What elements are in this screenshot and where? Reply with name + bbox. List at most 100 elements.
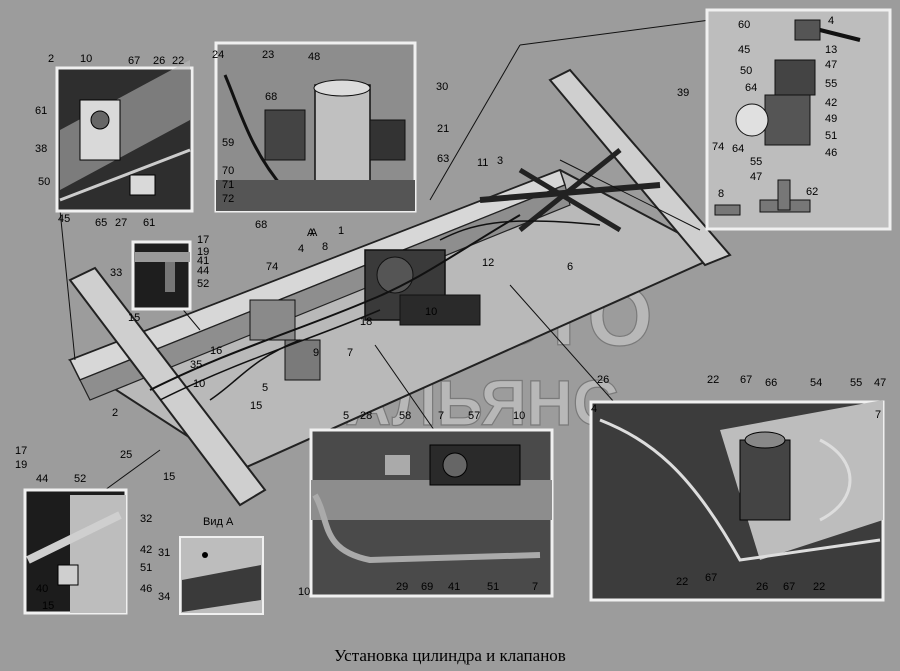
callout-bl-2: 44	[36, 473, 48, 485]
arrow-a-label: А	[310, 227, 318, 239]
callout-br-12: 67	[783, 581, 795, 593]
callout-tr-7: 64	[745, 82, 757, 94]
view-a-label: Вид А	[203, 516, 234, 528]
callout-br-1: 4	[591, 403, 597, 415]
callout-ml-4: 33	[110, 267, 122, 279]
callout-ml-5: 52	[197, 278, 209, 290]
callout-br-5: 54	[810, 377, 822, 389]
callout-main-21: 15	[163, 471, 175, 483]
main-frame-drawing	[59, 19, 732, 507]
callout-tc-7: 63	[437, 153, 449, 165]
callout-tc-10: 72	[222, 193, 234, 205]
callout-tr-5: 50	[740, 65, 752, 77]
callout-tr-6: 39	[677, 87, 689, 99]
callout-tr-14: 46	[825, 147, 837, 159]
callout-tl-5: 61	[35, 105, 47, 117]
callout-ml-3: 44	[197, 265, 209, 277]
callout-bc-8: 69	[421, 581, 433, 593]
callout-tc-5: 21	[437, 123, 449, 135]
callout-main-8: 12	[482, 257, 494, 269]
callout-main-1: 3	[497, 155, 503, 167]
callout-main-6: 4	[298, 243, 304, 255]
callout-bc-7: 29	[396, 581, 408, 593]
callout-br-4: 66	[765, 377, 777, 389]
callout-tc-2: 48	[308, 51, 320, 63]
callout-tl-11: 61	[143, 217, 155, 229]
inset-top-right	[705, 8, 892, 231]
callout-tl-8: 45	[58, 213, 70, 225]
callout-tc-1: 23	[262, 49, 274, 61]
callout-main-12: 16	[210, 345, 222, 357]
callout-br-13: 22	[813, 581, 825, 593]
callout-main-0: 11	[477, 157, 488, 169]
callout-tr-17: 8	[718, 188, 724, 200]
inset-view-a	[179, 536, 264, 615]
callout-main-11: 10	[425, 306, 437, 318]
callout-main-13: 35	[190, 359, 202, 371]
callout-tr-13: 64	[732, 143, 744, 155]
callout-tr-12: 51	[825, 130, 837, 142]
callout-tr-16: 47	[750, 171, 762, 183]
callout-tr-4: 47	[825, 59, 837, 71]
callout-ba-1: 34	[158, 591, 170, 603]
callout-tl-0: 2	[48, 53, 54, 65]
callout-ba-0: 31	[158, 547, 170, 559]
callout-bc-1: 28	[360, 410, 372, 422]
callout-tr-15: 55	[750, 156, 762, 168]
callout-br-10: 67	[705, 572, 717, 584]
callout-bl-0: 17	[15, 445, 27, 457]
callout-bl-5: 42	[140, 544, 152, 556]
callout-main-2: 1	[338, 225, 344, 237]
callout-br-6: 55	[850, 377, 862, 389]
callout-tc-4: 68	[265, 91, 277, 103]
callout-tl-4: 22	[172, 55, 184, 67]
callout-main-19: 2	[112, 407, 118, 419]
callout-br-11: 26	[756, 581, 768, 593]
callout-bc-3: 7	[438, 410, 444, 422]
callout-bl-4: 32	[140, 513, 152, 525]
callout-br-8: 7	[875, 409, 881, 421]
callout-tc-0: 24	[212, 49, 224, 61]
callout-tr-18: 62	[806, 186, 818, 198]
inset-bottom-left	[23, 488, 128, 615]
callout-bc-4: 57	[468, 410, 480, 422]
callout-bc-5: 10	[513, 410, 525, 422]
callout-bc-11: 7	[532, 581, 538, 593]
figure-caption: Установка цилиндра и клапанов	[334, 646, 566, 665]
callout-tc-6: 59	[222, 137, 234, 149]
callout-tl-6: 38	[35, 143, 47, 155]
callout-tr-3: 13	[825, 44, 837, 56]
callout-tc-9: 71	[222, 179, 234, 191]
callout-tl-2: 67	[128, 55, 140, 67]
callout-main-18: 15	[250, 400, 262, 412]
inset-top-left	[55, 60, 194, 213]
callout-main-10: 18	[360, 316, 372, 328]
inset-bottom-center	[309, 428, 554, 598]
callout-bl-8: 46	[140, 583, 152, 595]
inset-bottom-right	[589, 400, 885, 602]
callout-ml-2: 41	[197, 255, 209, 267]
callout-main-16: 7	[347, 347, 353, 359]
callout-bc-9: 41	[448, 581, 460, 593]
callout-tr-2: 45	[738, 44, 750, 56]
callout-br-7: 47	[874, 377, 886, 389]
callout-br-3: 67	[740, 374, 752, 386]
callout-main-9: 15	[128, 312, 140, 324]
callout-tl-7: 50	[38, 176, 50, 188]
callout-tc-8: 70	[222, 165, 234, 177]
callout-bc-0: 5	[343, 410, 349, 422]
callout-ml-0: 17	[197, 234, 209, 246]
callout-main-17: 5	[262, 382, 268, 394]
callout-tc-3: 30	[436, 81, 448, 93]
callout-bl-9: 15	[42, 600, 54, 612]
callout-tl-10: 27	[115, 217, 127, 229]
callout-main-3: А	[307, 227, 315, 239]
callout-ml-1: 19	[197, 246, 209, 258]
callout-bl-3: 52	[74, 473, 86, 485]
callout-tc-11: 68	[255, 219, 267, 231]
callout-main-4: 6	[567, 261, 573, 273]
callout-bl-7: 40	[36, 583, 48, 595]
callout-bc-6: 10	[298, 586, 310, 598]
